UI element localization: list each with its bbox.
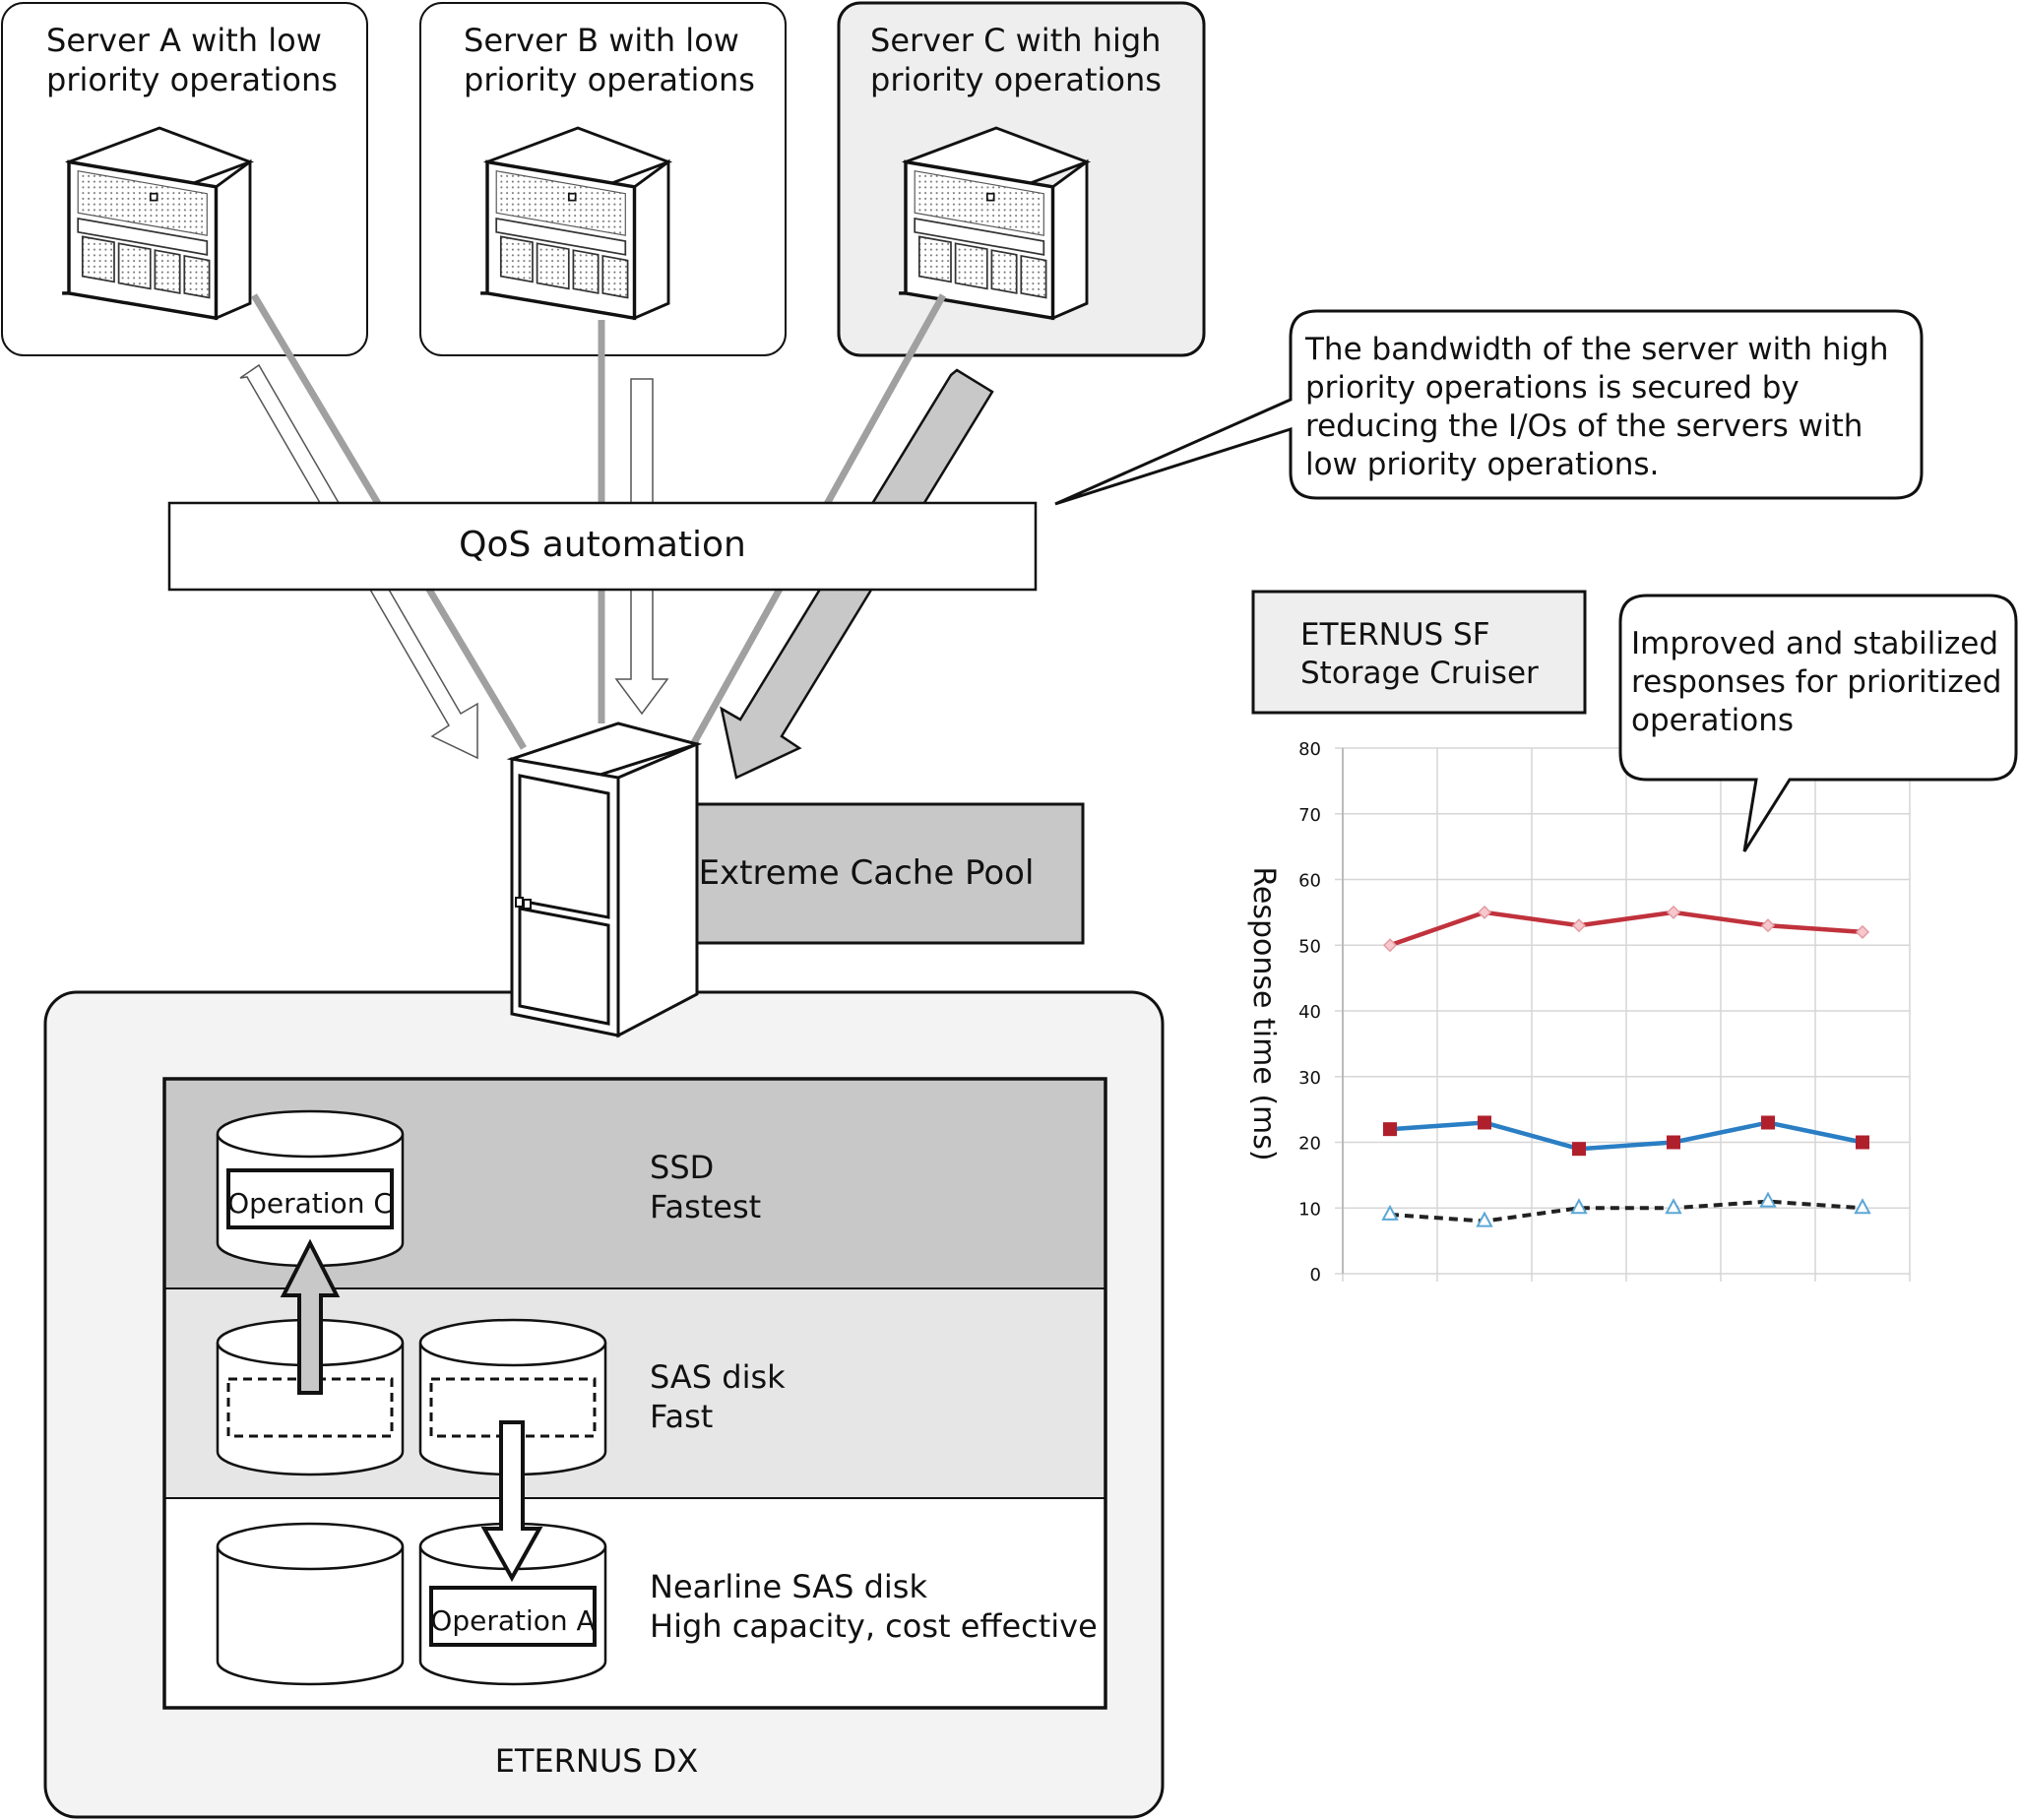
chart-y-tick-label: 50 — [1298, 936, 1321, 957]
promote-arrow-icon — [280, 1238, 341, 1395]
server-b-label-line2: priority operations — [464, 61, 755, 98]
server-a-label-line1: Server A with low — [46, 22, 322, 59]
chart-point-blue-series — [1667, 1135, 1680, 1150]
improved-callout-line2: responses for prioritized — [1631, 664, 2001, 700]
bandwidth-callout-line2: priority operations is secured by — [1305, 370, 1800, 406]
chart-series-line-black — [1389, 1199, 1863, 1224]
tier-ssd-desc: Fastest — [650, 1188, 761, 1225]
chart-y-tick-label: 60 — [1298, 871, 1321, 892]
eternus-dx-label: ETERNUS DX — [495, 1742, 699, 1780]
qos-automation-label: QoS automation — [459, 525, 746, 565]
chart-point-red-series — [1760, 918, 1776, 933]
server-c-label-line1: Server C with high — [870, 22, 1161, 59]
tier-sas-desc: Fast — [650, 1398, 713, 1435]
chart-y-tick-label: 0 — [1310, 1265, 1321, 1286]
chart-point-red-series — [1855, 924, 1870, 939]
bandwidth-callout-line1: The bandwidth of the server with high — [1304, 332, 1888, 367]
demote-arrow-icon — [480, 1420, 543, 1583]
server-c-card: Server C with high priority operations — [837, 1, 1206, 357]
chart-gridlines — [1335, 747, 1911, 1282]
qos-automation-bar: QoS automation — [167, 501, 1038, 592]
chart-point-dashed-series — [1381, 1204, 1399, 1221]
bandwidth-callout: The bandwidth of the server with high pr… — [1054, 309, 1924, 506]
extreme-cache-pool-label: Extreme Cache Pool — [699, 853, 1035, 893]
chart-point-blue-series — [1478, 1115, 1491, 1130]
bandwidth-callout-line4: low priority operations. — [1305, 447, 1659, 482]
chart-point-dashed-series — [1476, 1211, 1493, 1227]
chart-point-dashed-series — [1759, 1191, 1777, 1208]
chart-y-tick-label: 10 — [1298, 1199, 1321, 1220]
chart-y-ticks: 0 10 20 30 40 50 60 70 80 — [1298, 739, 1321, 1286]
chart-y-tick-label: 80 — [1298, 739, 1321, 760]
chart-point-red-series — [1666, 905, 1681, 919]
eternus-sf-line1: ETERNUS SF — [1300, 617, 1490, 653]
chart-point-blue-series — [1572, 1142, 1586, 1157]
chart-y-tick-label: 40 — [1298, 1002, 1321, 1023]
operation-a-label: Operation A — [430, 1604, 595, 1637]
chart-point-red-series — [1571, 918, 1587, 933]
chart-series-line-red — [1389, 910, 1863, 948]
eternus-sf-box: ETERNUS SF Storage Cruiser — [1251, 590, 1587, 715]
disk-ssd: Operation C — [216, 1109, 405, 1268]
improved-callout-line1: Improved and stabilized — [1631, 626, 1998, 661]
chart-point-dashed-series — [1665, 1198, 1682, 1215]
tier-nearline-desc: High capacity, cost effective — [650, 1607, 1098, 1645]
eternus-sf-line2: Storage Cruiser — [1300, 656, 1539, 691]
server-a-label-line2: priority operations — [46, 61, 338, 98]
operation-c-box — [226, 1168, 394, 1229]
chart-point-red-series — [1382, 938, 1398, 953]
server-a-icon — [60, 126, 252, 320]
server-c-label-line2: priority operations — [870, 61, 1162, 98]
chart-point-red-series — [1477, 905, 1492, 919]
chart-series — [1381, 905, 1871, 1227]
improved-callout-line3: operations — [1631, 703, 1794, 738]
operation-a-box — [429, 1586, 597, 1647]
server-b-card: Server B with low priority operations — [419, 2, 787, 356]
extreme-cache-pool: Extreme Cache Pool — [656, 802, 1085, 945]
chart-y-tick-label: 20 — [1298, 1134, 1321, 1155]
chart-point-blue-series — [1856, 1135, 1869, 1150]
server-c-icon — [897, 126, 1089, 320]
operation-c-label: Operation C — [227, 1187, 393, 1220]
disk-sas-2 — [418, 1318, 607, 1476]
improved-callout: Improved and stabilized responses for pr… — [1618, 594, 2018, 852]
chart-y-tick-label: 70 — [1298, 805, 1321, 826]
bandwidth-callout-line3: reducing the I/Os of the servers with — [1305, 408, 1863, 444]
chart-point-dashed-series — [1570, 1198, 1588, 1215]
chart-y-tick-label: 30 — [1298, 1068, 1321, 1089]
chart-point-dashed-series — [1854, 1198, 1871, 1215]
chart-series-line-blue — [1389, 1120, 1863, 1152]
tier-sas-name: SAS disk — [650, 1358, 786, 1396]
server-a-card: Server A with low priority operations — [1, 2, 368, 356]
chart-y-axis-label: Response time (ms) — [1246, 866, 1281, 1161]
server-b-label-line1: Server B with low — [464, 22, 739, 59]
tier-nearline-name: Nearline SAS disk — [650, 1568, 927, 1605]
disk-nearline-1 — [216, 1522, 405, 1686]
chart-point-blue-series — [1761, 1115, 1775, 1130]
storage-tower-icon — [506, 722, 703, 1038]
response-time-chart: 0 10 20 30 40 50 60 70 80 Response time (ms) — [1246, 739, 1911, 1286]
chart-point-blue-series — [1383, 1122, 1397, 1137]
tier-ssd-name: SSD — [650, 1149, 714, 1186]
server-b-icon — [478, 126, 670, 320]
